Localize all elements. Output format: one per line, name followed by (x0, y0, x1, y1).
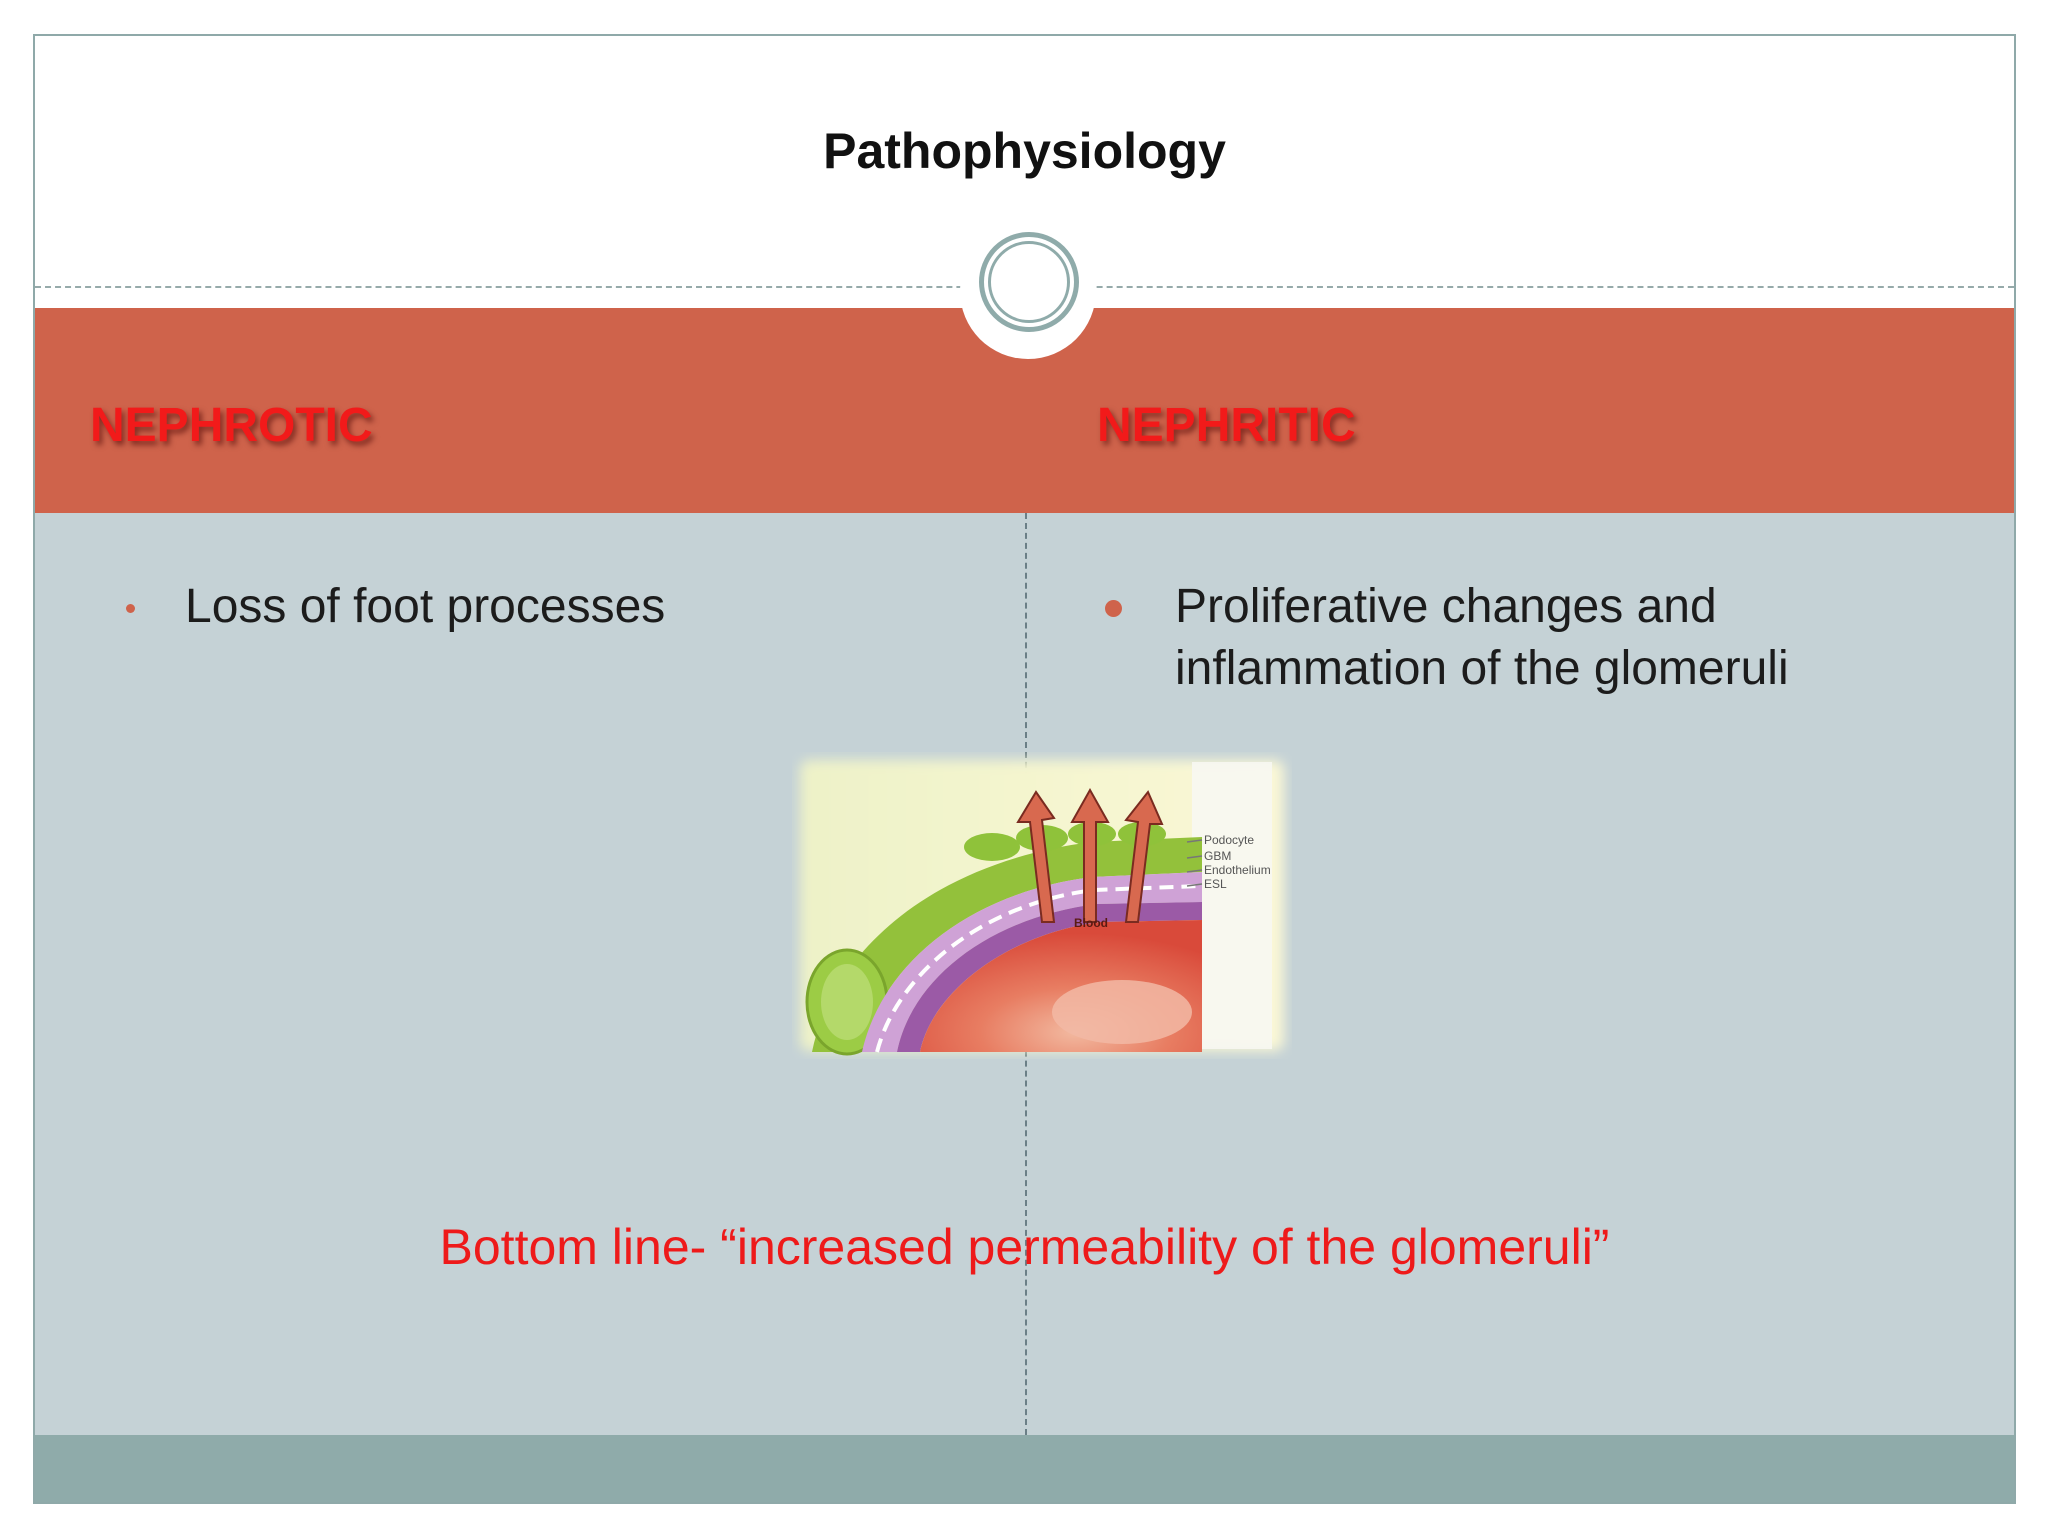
bullet-dot-icon (126, 604, 135, 613)
label-endothelium: Endothelium (1204, 863, 1271, 877)
diagram-label-panel (1192, 762, 1272, 1049)
slide: Pathophysiology NEPHROTIC NEPHRITIC Loss… (33, 34, 2016, 1504)
nephrotic-bullet: Loss of foot processes (89, 576, 665, 638)
slide-title: Pathophysiology (823, 123, 1226, 179)
label-gbm: GBM (1204, 849, 1231, 863)
bullet-dot-icon (1105, 600, 1122, 617)
label-blood: Blood (1074, 916, 1108, 930)
gbm-dashes (875, 884, 1201, 1053)
label-esl: ESL (1204, 877, 1227, 891)
nephritic-heading: NEPHRITIC (1097, 399, 1356, 452)
circle-ornament-inner (988, 241, 1070, 323)
foot-process (964, 833, 1020, 861)
bottom-line-text: Bottom line- “increased permeability of … (439, 1219, 1610, 1275)
nephritic-bullet-text: Proliferative changes and inflammation o… (1175, 580, 1789, 695)
arrows-icon (1016, 787, 1164, 923)
gbm-layer (862, 872, 1202, 1052)
endothelium-layer (897, 902, 1202, 1052)
footer-bar (35, 1435, 2014, 1502)
nephrotic-heading: NEPHROTIC (90, 399, 373, 452)
glomerulus-diagram: Podocyte GBM Endothelium ESL Blood (800, 760, 1284, 1056)
label-podocyte: Podocyte (1204, 833, 1254, 847)
nephrotic-bullet-text: Loss of foot processes (185, 580, 666, 633)
blood-cell (1052, 980, 1192, 1044)
podocyte-cell-inner (821, 964, 873, 1040)
nephritic-bullet: Proliferative changes and inflammation o… (1098, 576, 1858, 700)
